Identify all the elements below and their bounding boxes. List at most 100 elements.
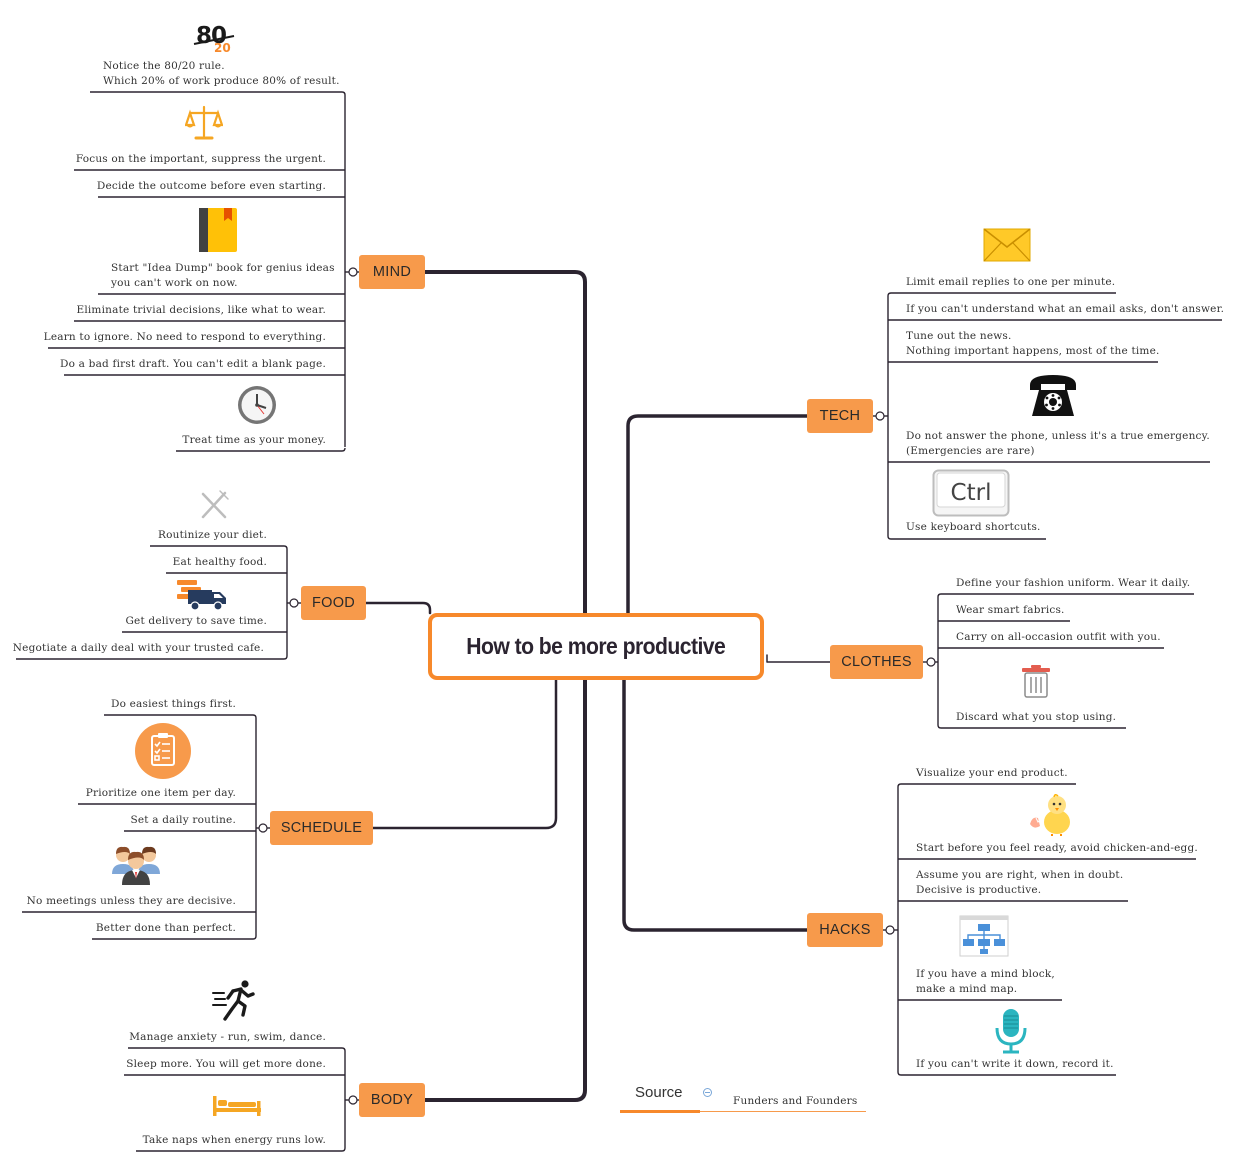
leaf-schedule-4[interactable]: No meetings unless they are decisive. [27,894,236,909]
collapse-icon[interactable] [703,1088,712,1097]
source-label[interactable]: Source [635,1084,683,1101]
leaf-line: Assume you are right, when in doubt. [916,869,1124,881]
leaf-line: you can't work on now. [111,277,238,289]
notebook-icon [198,207,238,253]
branch-hacks[interactable]: HACKS [807,913,883,947]
leaf-mind-7[interactable]: Do a bad first draft. You can't edit a b… [60,357,326,372]
collapse-dot-body [348,1095,358,1105]
leaf-mind-4[interactable]: Start "Idea Dump" book for genius ideas … [111,261,335,291]
leaf-body-1[interactable]: Manage anxiety - run, swim, dance. [129,1030,326,1045]
leaf-schedule-1[interactable]: Do easiest things first. [111,697,236,712]
leaf-line: Learn to ignore. No need to respond to e… [43,331,326,343]
org-chart-icon [959,915,1009,957]
leaf-line: Do a bad first draft. You can't edit a b… [60,358,326,370]
leaf-line: Routinize your diet. [158,529,267,541]
leaf-mind-8[interactable]: Treat time as your money. [182,433,326,448]
connector-root-food [364,601,432,615]
leaf-schedule-3[interactable]: Set a daily routine. [130,813,236,828]
fork-knife-icon [198,489,230,521]
collapse-dot-tech [875,411,885,421]
leaf-food-2[interactable]: Eat healthy food. [173,555,267,570]
leaf-line: Prioritize one item per day. [85,787,236,799]
leaf-mind-1[interactable]: Notice the 80/20 rule. Which 20% of work… [103,59,340,89]
leaf-line: Treat time as your money. [182,434,326,446]
leaf-line: (Emergencies are rare) [906,445,1035,457]
leaf-clothes-3[interactable]: Carry on all-occasion outfit with you. [956,630,1161,645]
collapse-dot-mind [348,267,358,277]
leaf-food-4[interactable]: Negotiate a daily deal with your trusted… [13,641,264,656]
leaf-line: Use keyboard shortcuts. [906,521,1041,533]
leaf-line: Discard what you stop using. [956,711,1117,723]
leaf-line: No meetings unless they are decisive. [26,895,236,907]
collapse-dot-food [289,598,299,608]
leaf-food-1[interactable]: Routinize your diet. [158,528,267,543]
leaf-line: Define your fashion uniform. Wear it dai… [956,577,1191,589]
leaf-clothes-1[interactable]: Define your fashion uniform. Wear it dai… [956,576,1190,591]
leaf-line: Better done than perfect. [95,922,236,934]
leaf-body-2[interactable]: Sleep more. You will get more done. [126,1057,326,1072]
root-title: How to be more productive [466,633,727,659]
leaf-line: If you can't understand what an email as… [906,303,1225,315]
leaf-tech-1[interactable]: Limit email replies to one per minute. [906,275,1115,290]
leaf-line: If you have a mind block, [916,968,1055,980]
leaf-line: Negotiate a daily deal with your trusted… [12,642,264,654]
leaf-line: Tune out the news. [906,330,1012,342]
leaf-clothes-2[interactable]: Wear smart fabrics. [956,603,1065,618]
leaf-body-3[interactable]: Take naps when energy runs low. [143,1133,326,1148]
leaf-tech-2[interactable]: If you can't understand what an email as… [906,302,1224,317]
scales-icon [185,104,223,142]
branch-tech[interactable]: TECH [807,399,873,433]
branch-hacks-label: HACKS [819,922,871,938]
leaf-line: Notice the 80/20 rule. [103,60,225,72]
leaf-tech-3[interactable]: Tune out the news. Nothing important hap… [906,329,1160,359]
leaf-tech-5[interactable]: Use keyboard shortcuts. [906,520,1041,535]
leaf-line: Take naps when energy runs low. [142,1134,326,1146]
leaf-hacks-3[interactable]: Assume you are right, when in doubt. Dec… [916,868,1123,898]
collapse-dot-hacks [885,925,895,935]
leaf-clothes-4[interactable]: Discard what you stop using. [956,710,1116,725]
branch-clothes-label: CLOTHES [841,654,912,670]
clock-icon [237,385,277,425]
leaf-hacks-4[interactable]: If you have a mind block, make a mind ma… [916,967,1055,997]
leaf-line: Set a daily routine. [130,814,236,826]
leaf-line: Nothing important happens, most of the t… [906,345,1160,357]
source-value-underline [700,1111,866,1112]
leaf-food-3[interactable]: Get delivery to save time. [125,614,267,629]
leaf-mind-2[interactable]: Focus on the important, suppress the urg… [76,152,326,167]
chick-icon [1028,792,1076,836]
leaf-line: Sleep more. You will get more done. [126,1058,326,1070]
leaf-tech-4[interactable]: Do not answer the phone, unless it's a t… [906,429,1210,459]
leaf-line: Do easiest things first. [110,698,236,710]
connector-root-clothes [766,654,831,663]
svg-text:20: 20 [214,41,231,54]
leaf-hacks-5[interactable]: If you can't write it down, record it. [916,1057,1114,1072]
leaf-mind-3[interactable]: Decide the outcome before even starting. [97,179,326,194]
leaf-line: make a mind map. [916,983,1018,995]
branch-body[interactable]: BODY [359,1083,425,1117]
leaf-schedule-2[interactable]: Prioritize one item per day. [86,786,236,801]
branch-mind[interactable]: MIND [359,255,425,289]
branch-clothes[interactable]: CLOTHES [830,645,923,679]
leaf-hacks-1[interactable]: Visualize your end product. [916,766,1068,781]
people-group-icon [110,842,162,886]
leaf-line: Decide the outcome before even starting. [96,180,326,192]
envelope-icon [983,228,1031,262]
connector-root-body [423,678,587,1102]
leaf-schedule-5[interactable]: Better done than perfect. [96,921,236,936]
leaf-mind-6[interactable]: Learn to ignore. No need to respond to e… [44,330,326,345]
branch-body-label: BODY [370,1092,414,1108]
leaf-line: Start "Idea Dump" book for genius ideas [111,262,335,274]
telephone-icon [1028,372,1078,420]
branch-mind-label: MIND [372,264,412,280]
connector-root-schedule [371,678,558,830]
source-value[interactable]: Funders and Founders [733,1095,858,1107]
leaf-line: Manage anxiety - run, swim, dance. [129,1031,326,1043]
leaf-line: Eat healthy food. [172,556,267,568]
branch-schedule[interactable]: SCHEDULE [270,811,373,845]
leaf-hacks-2[interactable]: Start before you feel ready, avoid chick… [916,841,1198,856]
connector-root-mind [423,270,587,615]
leaf-mind-5[interactable]: Eliminate trivial decisions, like what t… [76,303,326,318]
branch-food[interactable]: FOOD [301,586,366,620]
root-topic[interactable]: How to be more productive [428,613,764,680]
